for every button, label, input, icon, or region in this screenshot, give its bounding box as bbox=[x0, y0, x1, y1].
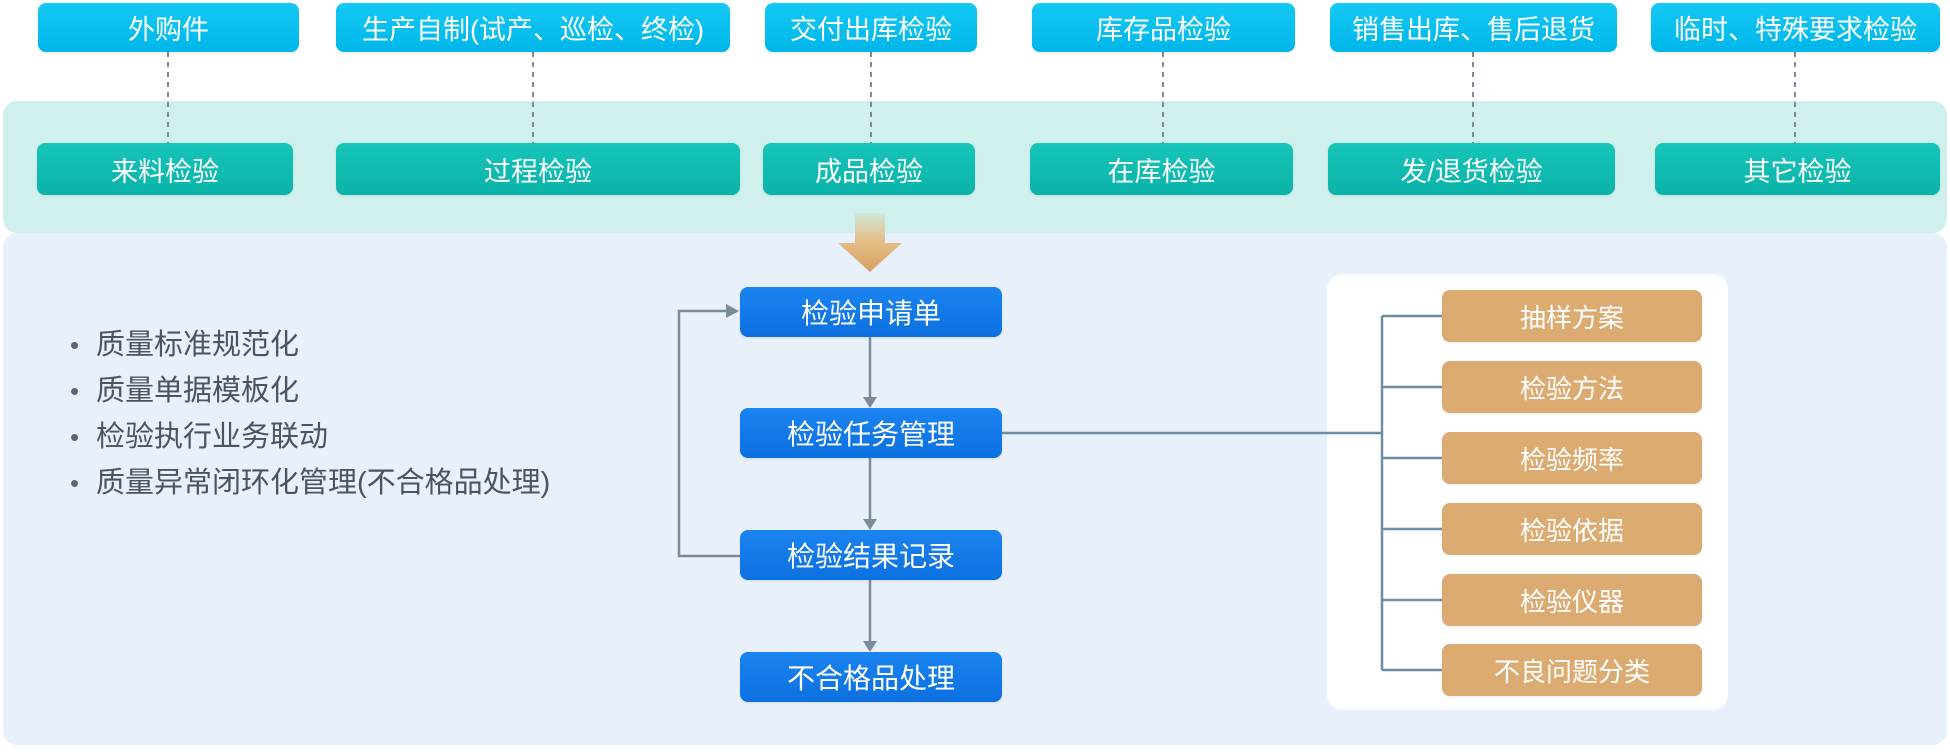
feedback-loop-arrow bbox=[677, 304, 740, 558]
flow-box-task-management: 检验任务管理 bbox=[740, 408, 1002, 458]
feature-list: 质量标准规范化 质量单据模板化 检验执行业务联动 质量异常闭环化管理(不合格品处… bbox=[70, 322, 550, 506]
feature-item-closed-loop-management: 质量异常闭环化管理(不合格品处理) bbox=[70, 460, 550, 506]
feature-item-standardized-quality: 质量标准规范化 bbox=[70, 322, 550, 368]
source-box-purchased-parts: 外购件 bbox=[38, 3, 299, 52]
source-box-in-house-production: 生产自制(试产、巡检、终检) bbox=[336, 3, 730, 52]
inspection-box-process: 过程检验 bbox=[336, 143, 740, 195]
source-box-special-request: 临时、特殊要求检验 bbox=[1651, 3, 1940, 52]
inspection-box-incoming: 来料检验 bbox=[37, 143, 293, 195]
dashed-connectors bbox=[167, 52, 1796, 143]
dictionary-panel bbox=[1327, 274, 1728, 710]
dict-box-inspection-frequency: 检验频率 bbox=[1442, 432, 1702, 484]
dictionary-tree-connector bbox=[1002, 314, 1442, 672]
feature-item-templated-documents: 质量单据模板化 bbox=[70, 368, 550, 414]
source-box-sales-after-sales: 销售出库、售后退货 bbox=[1330, 3, 1617, 52]
big-down-arrow-icon bbox=[838, 213, 902, 272]
inspection-band-background bbox=[3, 101, 1947, 233]
inspection-box-other: 其它检验 bbox=[1655, 143, 1940, 195]
dict-box-inspection-basis: 检验依据 bbox=[1442, 503, 1702, 555]
inspection-box-finished-goods: 成品检验 bbox=[763, 143, 975, 195]
flow-box-result-record: 检验结果记录 bbox=[740, 530, 1002, 580]
inspection-box-ship-return: 发/退货检验 bbox=[1328, 143, 1615, 195]
dict-box-defect-classification: 不良问题分类 bbox=[1442, 644, 1702, 696]
feature-item-linked-execution: 检验执行业务联动 bbox=[70, 414, 550, 460]
source-box-inventory-items: 库存品检验 bbox=[1032, 3, 1295, 52]
dict-box-inspection-method: 检验方法 bbox=[1442, 361, 1702, 413]
flow-box-defective-handling: 不合格品处理 bbox=[740, 652, 1002, 702]
source-box-delivery-outbound: 交付出库检验 bbox=[765, 3, 977, 52]
dict-box-inspection-instrument: 检验仪器 bbox=[1442, 574, 1702, 626]
flow-down-arrows bbox=[863, 337, 877, 652]
flow-box-inspection-request: 检验申请单 bbox=[740, 287, 1002, 337]
inspection-box-in-stock: 在库检验 bbox=[1030, 143, 1293, 195]
dict-box-sampling-plan: 抽样方案 bbox=[1442, 290, 1702, 342]
